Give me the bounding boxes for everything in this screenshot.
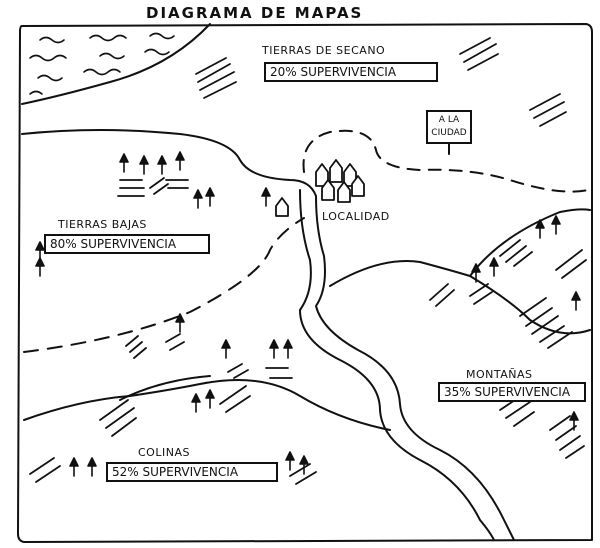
sea-shore <box>21 23 211 105</box>
river-left-bank <box>299 189 495 541</box>
trees <box>35 151 581 477</box>
region-label-colinas: COLINAS <box>138 446 190 459</box>
survival-box-montanas: 35% SUPERVIVENCIA <box>438 382 586 402</box>
city-sign-line2: CIUDAD <box>431 128 467 138</box>
region-label-bajas: TIERRAS BAJAS <box>58 218 147 231</box>
city-sign-line1: A LA <box>438 115 460 125</box>
city-sign: A LA CIUDAD <box>426 110 472 144</box>
survival-box-secano: 20% SUPERVIVENCIA <box>264 62 438 82</box>
hill-back <box>119 375 211 401</box>
region-label-montanas: MONTAÑAS <box>466 368 533 381</box>
hatching <box>29 37 587 485</box>
map-border <box>17 23 593 543</box>
survival-box-colinas: 52% SUPERVIVENCIA <box>106 462 278 482</box>
survival-box-bajas: 80% SUPERVIVENCIA <box>44 234 210 254</box>
hill-outline <box>23 379 391 431</box>
town-label: LOCALIDAD <box>322 210 390 223</box>
region-label-secano: TIERRAS DE SECANO <box>262 44 386 57</box>
dashed-path-lowlands <box>23 217 305 353</box>
town-houses <box>275 159 365 217</box>
mountain-ridge <box>469 275 591 335</box>
map-title: DIAGRAMA DE MAPAS <box>146 4 364 22</box>
upper-boundary <box>21 129 317 197</box>
river-right-bank <box>315 195 515 541</box>
sea-waves <box>29 32 175 95</box>
dashed-path-city <box>302 129 589 193</box>
